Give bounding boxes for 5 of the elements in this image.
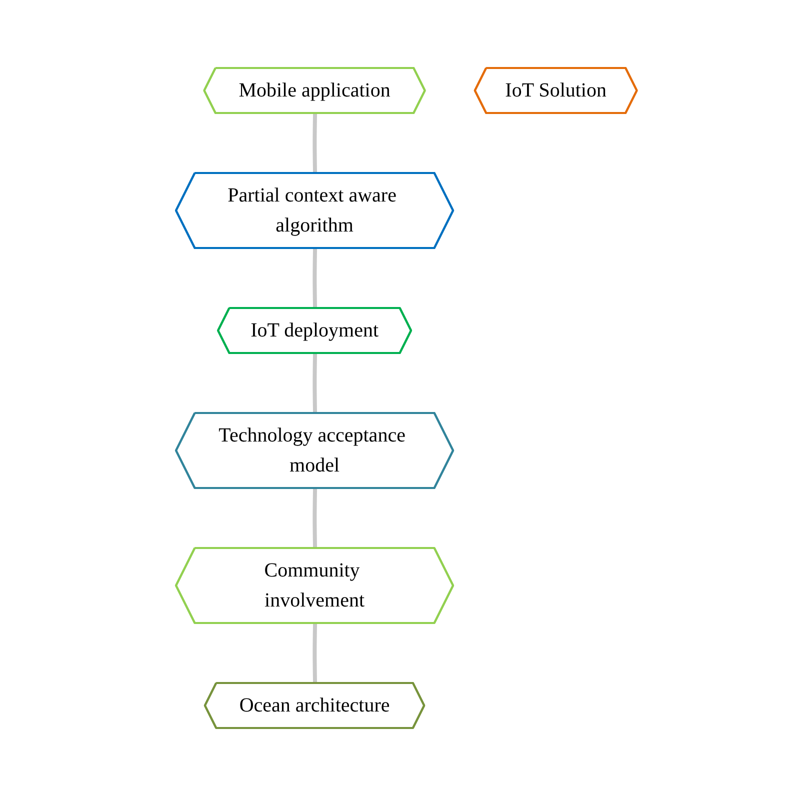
connector	[312, 623, 317, 684]
connector	[312, 488, 317, 549]
connector	[312, 353, 317, 414]
connector	[312, 113, 317, 174]
connector	[312, 248, 317, 309]
